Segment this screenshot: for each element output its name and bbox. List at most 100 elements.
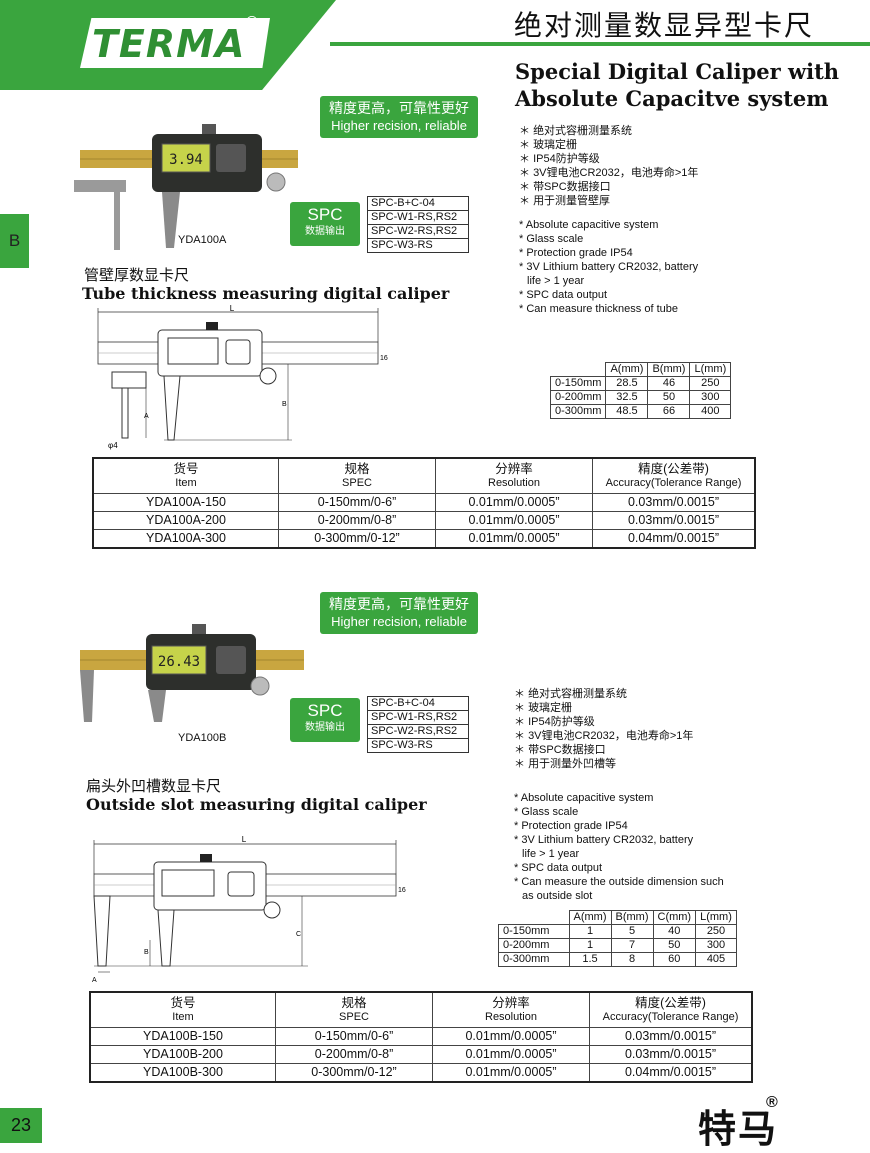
cell: 0.01mm/0.0005”	[432, 1027, 590, 1046]
feature-text: 绝对式容栅测量系统	[533, 125, 633, 137]
thumb-roller	[266, 172, 286, 192]
cell: 1.5	[568, 952, 612, 967]
caliper-panel	[216, 144, 246, 172]
dim-label-a: A	[144, 413, 149, 420]
header-cn: 规格	[341, 996, 367, 1010]
cell: 405	[695, 952, 737, 967]
feature-text: 带SPC数据接口	[528, 744, 606, 756]
precision-badge: 精度更高，可靠性更好 Higher recision, reliable	[320, 96, 478, 138]
spc-list-item: SPC-W2-RS,RS2	[368, 725, 468, 739]
dim-label-phi: φ4	[108, 441, 118, 450]
drawing-panel	[227, 871, 255, 897]
feature-text: IP54防护等级	[528, 716, 595, 728]
cell: 0-200mm/0-8”	[278, 511, 436, 530]
brand-logo-plate	[80, 18, 270, 68]
feature-item: * Can measure thickness of tube	[519, 303, 678, 315]
feature-item: as outside slot	[522, 890, 593, 902]
cell: 0.01mm/0.0005”	[432, 1045, 590, 1064]
feature-text: 玻璃定栅	[528, 702, 573, 714]
drawing-display	[161, 869, 215, 897]
header-en: Accuracy(Tolerance Range)	[605, 477, 742, 489]
lcd-reading: 26.43	[158, 654, 200, 670]
cell: 46	[647, 376, 691, 391]
badge-text-cn: 精度更高，可靠性更好	[329, 100, 469, 116]
section-title-cn: 扁头外凹槽数显卡尺	[86, 778, 222, 795]
cell: 50	[647, 390, 691, 405]
footer-registered-mark: ®	[766, 1094, 778, 1111]
features-en-list: * Absolute capacitive system * Glass sca…	[514, 791, 724, 903]
spc-list: SPC-B+C-04 SPC-W1-RS,RS2 SPC-W2-RS,RS2 S…	[367, 696, 469, 753]
cell: 0.04mm/0.0015”	[589, 1063, 753, 1083]
cell: 0.03mm/0.0015”	[592, 511, 756, 530]
features-cn-list: ＊ 绝对式容栅测量系统 ＊ 玻璃定栅 ＊ IP54防护等级 ＊ 3V锂电池CR2…	[514, 687, 693, 771]
model-label: YDA100B	[178, 732, 227, 744]
badge-text-cn: 精度更高，可靠性更好	[329, 596, 469, 612]
precision-badge: 精度更高，可靠性更好 Higher recision, reliable	[320, 592, 478, 634]
header-en: Resolution	[488, 477, 540, 489]
feature-item: ＊ 3V锂电池CR2032，电池寿命>1年	[519, 167, 699, 179]
spc-list-item: SPC-W2-RS,RS2	[368, 225, 468, 239]
spc-list: SPC-B+C-04 SPC-W1-RS,RS2 SPC-W2-RS,RS2 S…	[367, 196, 469, 253]
header-en: SPEC	[339, 1011, 369, 1023]
cell: 60	[652, 952, 697, 967]
feature-text: 3V锂电池CR2032，电池寿命>1年	[533, 167, 699, 179]
header-cn: 分辨率	[492, 996, 530, 1010]
drawing-screw	[200, 854, 212, 862]
dim-label-c: C	[296, 931, 301, 938]
side-tab[interactable]: B	[0, 214, 29, 268]
header-cell: 精度(公差带)Accuracy(Tolerance Range)	[592, 457, 756, 494]
spc-badge-title: SPC	[307, 701, 343, 720]
header-rule	[330, 42, 870, 46]
header-cell: A(mm)	[605, 362, 649, 377]
cell: 0-150mm/0-6”	[278, 493, 436, 512]
page-title-cn: 绝对测量数显异型卡尺	[514, 10, 815, 41]
feature-item: * SPC data output	[519, 289, 608, 301]
cell: YDA100A-150	[92, 493, 279, 512]
spc-list-item: SPC-W3-RS	[371, 739, 433, 751]
spc-list-item: SPC-W1-RS,RS2	[368, 711, 468, 725]
table-header-row: A(mm) B(mm) L(mm)	[551, 362, 732, 377]
feature-item: life > 1 year	[522, 848, 580, 860]
cell: YDA100B-300	[89, 1063, 276, 1083]
cell: 40	[652, 924, 697, 939]
table-header-row: A(mm) B(mm) C(mm) L(mm)	[499, 910, 737, 925]
header-cell: A(mm)	[568, 910, 612, 925]
header-en: Accuracy(Tolerance Range)	[602, 1011, 739, 1023]
drawing-slide-jaw	[157, 909, 175, 967]
caliper-rod	[114, 192, 120, 250]
header-cn: 精度(公差带)	[635, 996, 706, 1010]
cell: 250	[695, 924, 737, 939]
spc-list-item: SPC-W3-RS	[371, 239, 433, 251]
feature-item: * SPC data output	[514, 862, 603, 874]
dim-label-h: 16	[380, 355, 388, 362]
dim-label-b: B	[144, 949, 149, 956]
features-en-list: * Absolute capacitive system * Glass sca…	[519, 218, 698, 316]
spc-list-item: SPC-B+C-04	[368, 197, 468, 211]
cell: YDA100A-300	[92, 529, 279, 549]
drawing-roller	[259, 367, 277, 385]
spc-badge-sub: 数据输出	[305, 226, 345, 237]
cell: 32.5	[605, 390, 649, 405]
dim-label-l: L	[242, 835, 247, 844]
thumb-screw	[192, 624, 206, 634]
cell: 66	[647, 404, 691, 419]
drawing-screw	[206, 322, 218, 330]
feature-item: * 3V Lithium battery CR2032, battery	[519, 261, 699, 273]
model-label: YDA100A	[178, 234, 227, 246]
caliper-jaw-slide	[162, 192, 180, 248]
cell: 8	[610, 952, 654, 967]
cell: YDA100B-200	[89, 1045, 276, 1064]
lcd-display	[151, 645, 207, 675]
header-cell: C(mm)	[652, 910, 697, 925]
brand-logo: TERMA	[92, 22, 246, 66]
